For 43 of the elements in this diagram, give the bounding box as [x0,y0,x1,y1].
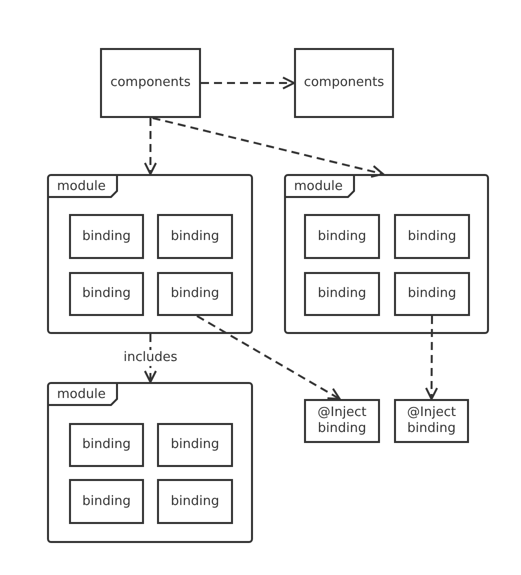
node-label: binding [81,494,132,510]
node-label: binding [170,494,220,510]
node-label: binding [170,228,220,244]
binding-box [157,214,233,259]
binding-box [69,272,144,316]
node-label: binding [406,228,458,244]
component-box [100,48,201,118]
binding-box [304,214,380,259]
dashed-arrow [196,315,341,400]
module-frame [284,174,489,334]
binding-box [394,214,470,259]
node-label: binding [170,437,220,453]
dashed-arrow [425,316,438,400]
frame-title: module [49,384,118,406]
module-frame [47,382,253,543]
binding-box [157,423,233,467]
module-frame [47,174,253,334]
binding-box [157,272,233,316]
dashed-arrow [144,118,157,175]
binding-box [157,479,233,524]
binding-box [69,479,144,524]
node-label: binding [316,286,368,302]
binding-box [69,423,144,467]
node-label: @Inject binding [406,405,457,437]
binding-box [69,214,144,259]
node-label: binding [81,286,132,302]
node-label: components [302,75,386,91]
node-label: binding [406,286,458,302]
node-label: binding [170,286,220,302]
binding-box [304,272,380,316]
node-label: binding [81,437,132,453]
dashed-arrow [201,76,295,90]
node-label: @Inject binding [316,405,368,437]
inject-box [394,399,469,443]
node-label: binding [316,228,368,244]
node-label: components [109,75,192,91]
component-box [294,48,394,118]
inject-box [304,399,380,443]
frame-title: module [286,176,355,198]
dashed-arrow [152,117,384,178]
node-label: binding [81,228,132,244]
binding-box [394,272,470,316]
frame-title: module [49,176,118,198]
